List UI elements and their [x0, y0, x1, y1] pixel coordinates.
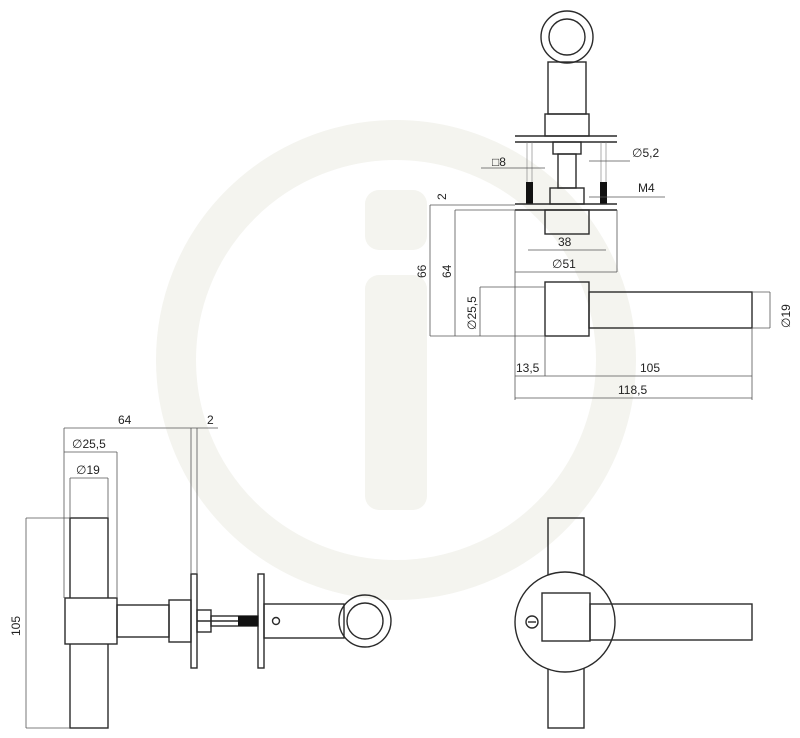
watermark-logo [156, 120, 636, 600]
dim-h-64: 64 [440, 264, 454, 278]
dim-side-len-64: 64 [118, 413, 132, 427]
dim-w-38: 38 [558, 235, 572, 249]
dim-gap-2: 2 [435, 193, 449, 200]
dim-dia-19: ∅19 [779, 304, 793, 328]
dim-dia-51: ∅51 [552, 257, 576, 271]
dim-side-dia-19: ∅19 [76, 463, 100, 477]
side-view [25, 427, 392, 729]
dim-side-h-105: 105 [9, 616, 23, 636]
dim-side-gap-2: 2 [207, 413, 214, 427]
dim-dia-25-5: ∅25,5 [465, 296, 479, 330]
dim-m4: M4 [638, 181, 655, 195]
top-view [429, 10, 771, 400]
front-view [514, 517, 753, 729]
dim-square-8: □8 [492, 155, 506, 169]
dim-len-13-5: 13,5 [516, 361, 540, 375]
dim-dia-5-2: ∅5,2 [632, 146, 659, 160]
dim-len-105: 105 [640, 361, 660, 375]
dim-side-dia-25-5: ∅25,5 [72, 437, 106, 451]
dim-h-66: 66 [415, 264, 429, 278]
dim-len-118-5: 118,5 [618, 383, 647, 397]
